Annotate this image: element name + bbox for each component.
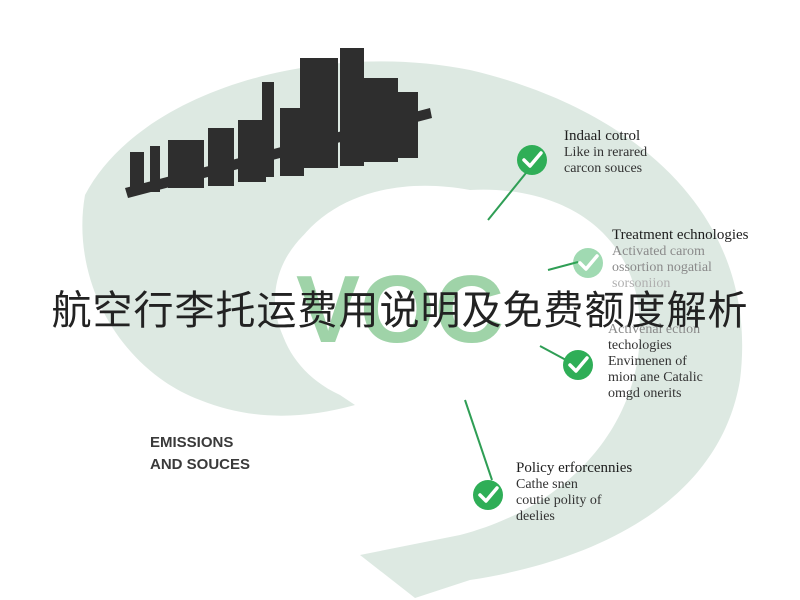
step-3-line-3: Envimenen of	[608, 354, 687, 369]
check-icon-4	[473, 480, 503, 510]
step-2: Treatment echnologies Activated carom os…	[612, 227, 749, 292]
check-icon-3	[563, 350, 593, 380]
cycle-arc	[82, 61, 743, 598]
step-4-line-2: coutie polity of	[516, 493, 602, 508]
emissions-label-line-2: AND SOUCES	[150, 456, 251, 473]
step-4: Policy erforcennies Cathe snen coutie po…	[516, 460, 632, 525]
connector-3	[539, 345, 567, 361]
step-2-heading: Treatment echnologies	[612, 227, 749, 243]
step-2-line-2: ossortion nogatial	[612, 260, 712, 275]
emissions-label-line-1: EMISSIONS	[150, 434, 234, 451]
connector-4	[464, 399, 493, 481]
step-2-line-3: sorsoniion	[612, 276, 671, 291]
step-4-line-3: deelies	[516, 509, 555, 524]
step-1: Indaal cotrol Like in rerared carcon sou…	[564, 128, 647, 177]
check-icon-2	[573, 248, 603, 278]
check-icon-1	[517, 145, 547, 175]
step-3-line-5: omgd onerits	[608, 386, 682, 401]
factory-illustration	[125, 48, 432, 198]
connector-2	[547, 261, 579, 271]
step-3: Activenal ection techologies Envimenen o…	[608, 322, 703, 402]
cycle-hole	[275, 200, 515, 400]
page-title: 航空行李托运费用说明及免费额度解析	[51, 288, 749, 334]
step-4-line-1: Cathe snen	[516, 477, 578, 492]
emissions-label: EMISSIONS AND SOUCES	[150, 432, 250, 476]
step-3-line-2: techologies	[608, 338, 672, 353]
connector-1	[487, 167, 531, 221]
voc-center-text: VOC	[296, 256, 504, 363]
step-3-line-4: mion ane Catalic	[608, 370, 703, 385]
step-1-line-1: Like in rerared	[564, 145, 648, 160]
step-2-line-1: Activated carom	[612, 244, 705, 259]
step-3-line-1: Activenal ection	[608, 322, 701, 337]
step-1-line-2: carcon souces	[564, 161, 643, 176]
step-4-heading: Policy erforcennies	[516, 460, 633, 476]
step-1-heading: Indaal cotrol	[564, 128, 641, 144]
